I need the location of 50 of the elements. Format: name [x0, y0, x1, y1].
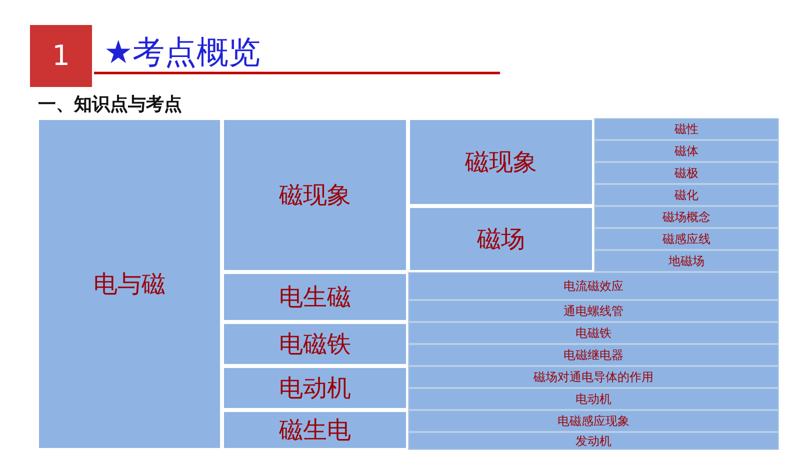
- subtopic-cell: [408, 322, 779, 344]
- topic-label: 磁场: [477, 226, 525, 252]
- subtopic-label: 电磁感应现象: [558, 414, 630, 428]
- subtopic-label: 磁性: [674, 122, 698, 136]
- subtopic-label: 电流磁效应: [564, 279, 624, 293]
- topic-label: 电动机: [279, 375, 351, 401]
- topic-cell: [222, 118, 408, 272]
- subtopic-cell: [594, 184, 779, 206]
- subheading: 一、知识点与考点: [38, 94, 182, 116]
- topic-cell: [37, 118, 222, 450]
- subtopic-cell: [408, 300, 779, 322]
- subtopic-cell: [408, 432, 779, 450]
- section-number: 1: [52, 41, 70, 71]
- topic-cell: [222, 322, 408, 366]
- number-badge: [30, 25, 92, 87]
- subtopic-cell: [594, 228, 779, 250]
- topic-label: 电生磁: [279, 284, 351, 310]
- subtopic-label: 磁场对通电导体的作用: [534, 370, 654, 384]
- topic-label: 磁生电: [279, 417, 351, 443]
- topic-label: 电与磁: [94, 271, 166, 297]
- subtopic-cell: [408, 272, 779, 300]
- subtopic-label: 磁场概念: [662, 210, 710, 224]
- subtopic-label: 通电螺线管: [564, 304, 624, 318]
- topic-label: 磁现象: [465, 149, 537, 175]
- subtopic-label: 地磁场: [668, 254, 704, 268]
- subtopic-label: 磁体: [674, 144, 698, 158]
- subtopic-cell: [594, 206, 779, 228]
- topic-label: 磁现象: [279, 182, 351, 208]
- topic-cell: [408, 206, 594, 272]
- topic-label: 电磁铁: [279, 331, 351, 357]
- subtopic-label: 磁感应线: [662, 232, 710, 246]
- subtopic-cell: [408, 344, 779, 366]
- subtopic-cell: [594, 250, 779, 272]
- topic-cell: [222, 272, 408, 322]
- subtopic-cell: [408, 366, 779, 388]
- subtopic-label: 电动机: [576, 392, 612, 406]
- topic-cell: [222, 410, 408, 450]
- subtopic-label: 磁极: [674, 166, 698, 180]
- subtopic-cell: [408, 388, 779, 410]
- topic-cell: [222, 366, 408, 410]
- subtopic-label: 电磁铁: [576, 326, 612, 340]
- subtopic-cell: [408, 410, 779, 432]
- subtopic-cell: [594, 118, 779, 140]
- section-title: ★考点概览: [104, 32, 261, 72]
- subtopic-label: 电磁继电器: [564, 348, 624, 362]
- topic-cell: [408, 118, 594, 206]
- subtopic-cell: [594, 162, 779, 184]
- subtopic-label: 磁化: [674, 188, 698, 202]
- subtopic-label: 发动机: [576, 434, 612, 448]
- subtopic-cell: [594, 140, 779, 162]
